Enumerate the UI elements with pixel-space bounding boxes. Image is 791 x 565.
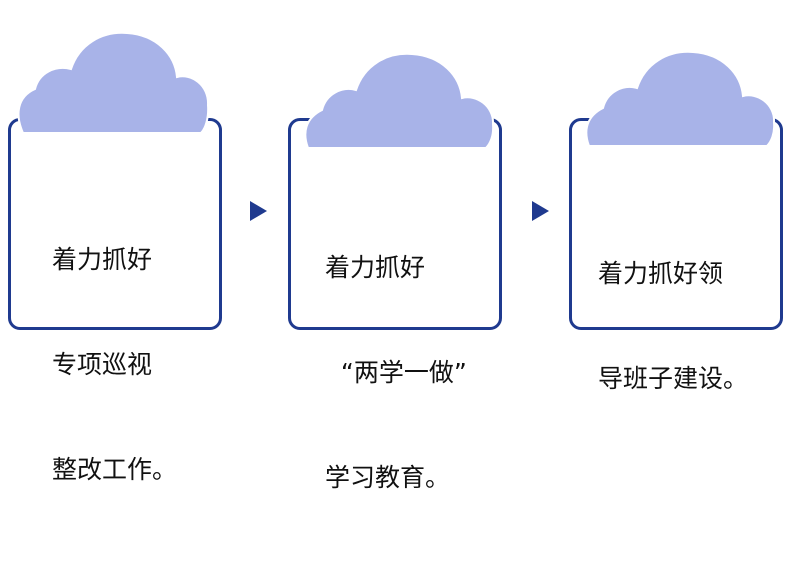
step-card-3 bbox=[569, 118, 783, 330]
step-1-line-2: 专项巡视 bbox=[52, 350, 153, 379]
step-2-line-1: 着力抓好 bbox=[325, 253, 426, 282]
arrow-right-icon bbox=[532, 201, 549, 221]
step-2-line-3: 学习教育。 bbox=[325, 463, 451, 492]
step-1-line-1: 着力抓好 bbox=[52, 245, 153, 274]
cloud-icon bbox=[585, 50, 776, 147]
arrow-right-icon bbox=[250, 201, 267, 221]
cloud-icon bbox=[17, 31, 210, 134]
cloud-icon bbox=[304, 52, 495, 149]
step-2-text: 着力抓好 “两学一做” 学习教育。 bbox=[325, 180, 467, 565]
step-3-line-2: 导班子建设。 bbox=[598, 364, 749, 393]
step-3-text: 着力抓好领 导班子建设。 bbox=[598, 186, 748, 466]
step-1-line-3: 整改工作。 bbox=[52, 455, 178, 484]
step-2-line-2: “两学一做” bbox=[325, 358, 467, 387]
step-card-2 bbox=[288, 118, 502, 330]
step-1-text: 着力抓好 专项巡视 整改工作。 bbox=[52, 172, 177, 557]
step-3-line-1: 着力抓好领 bbox=[598, 259, 724, 288]
